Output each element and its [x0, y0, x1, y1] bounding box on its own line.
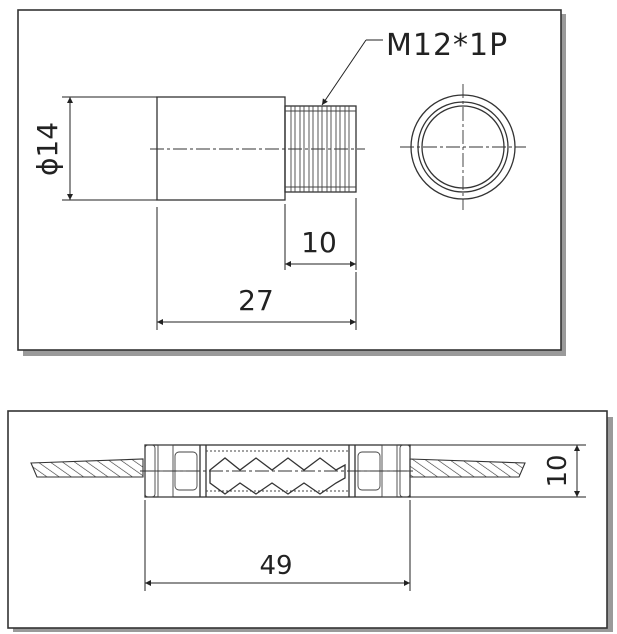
thread-spec-label: M12*1P	[386, 28, 508, 63]
internal-thread-profile	[209, 457, 346, 495]
thread-length-dimension: 10	[284, 198, 357, 270]
height-dimension: 10	[410, 444, 586, 498]
total-length-dimension-bottom: 49	[144, 500, 411, 591]
thread-outline	[284, 105, 357, 193]
top-panel: M12*1P ϕ14 10 27	[17, 9, 566, 356]
left-cable	[30, 458, 144, 478]
thread-section	[284, 105, 357, 193]
callout-leader	[321, 39, 367, 106]
connector-assembly	[140, 444, 415, 498]
total-length-label-bottom: 49	[259, 551, 292, 581]
top-panel-frame	[17, 9, 562, 351]
bottom-panel: 10 49	[7, 410, 613, 632]
height-label: 10	[543, 454, 573, 487]
thread-length-label: 10	[301, 226, 337, 259]
thread-callout: M12*1P	[321, 28, 508, 106]
total-length-label-top: 27	[238, 284, 274, 317]
total-length-dimension-top: 27	[156, 207, 357, 330]
diameter-dimension: ϕ14	[31, 96, 157, 201]
bottom-panel-frame	[7, 410, 608, 629]
fitting-side-view	[150, 96, 365, 201]
fitting-end-view	[400, 84, 526, 210]
diameter-label: ϕ14	[31, 122, 64, 176]
